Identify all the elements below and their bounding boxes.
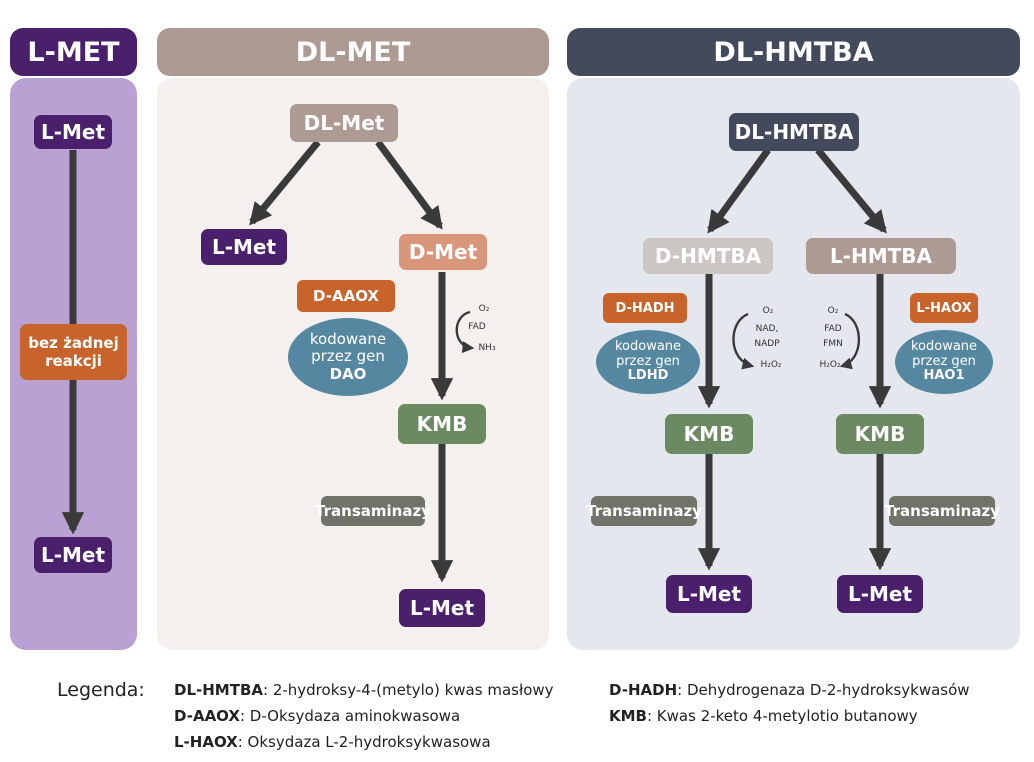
dlhmtba-header-title: DL-HMTBA: [713, 36, 874, 68]
dhmtba-label: D-HMTBA: [654, 244, 762, 268]
dhmtba-kmb-label: KMB: [683, 422, 735, 446]
ldhd-gene-line1: kodowane: [614, 338, 682, 354]
dhadh-cof-out: H₂O₂: [760, 360, 782, 370]
legend-item-dlhmtba: DL-HMTBA: 2-hydroksy-4-(metylo) kwas mas…: [174, 681, 554, 699]
no-reaction-line2: reakcji: [45, 352, 102, 370]
lmet-header-title: L-MET: [27, 36, 120, 68]
legend-item-daaox: D-AAOX: D-Oksydaza aminokwasowa: [174, 707, 460, 725]
dlmet-transaminase-label: Transaminazy: [315, 502, 431, 520]
daaox-enzyme-box: D-AAOX: [297, 280, 395, 312]
ldhd-gene-line2: przez gen: [616, 353, 680, 369]
hao1-gene-name: HAO1: [923, 368, 965, 384]
dlhmtba-arrow-left: [707, 147, 771, 234]
dao-gene-line2: przez gen: [311, 347, 385, 366]
dlmet-header: DL-MET: [157, 28, 549, 76]
lhmtba-end-node: L-Met: [837, 575, 923, 613]
dlmet-header-title: DL-MET: [295, 36, 411, 68]
legend-item-kmb: KMB: Kwas 2-keto 4-metylotio butanowy: [609, 707, 918, 725]
lhaox-cof-out: H₂O₂: [819, 360, 841, 370]
legend-item-dhadh: D-HADH: Dehydrogenaza D-2-hydroksykwasów: [609, 681, 970, 699]
legend-text-daaox: : D-Oksydaza aminokwasowa: [239, 707, 461, 725]
lmet-header: L-MET: [10, 28, 137, 76]
lhaox-label: L-HAOX: [916, 300, 972, 316]
lhmtba-node: L-HMTBA: [806, 238, 956, 274]
lhmtba-end-label: L-Met: [847, 582, 913, 606]
dhadh-cof1: O₂: [762, 306, 774, 316]
legend-title: Legenda:: [57, 679, 145, 701]
lhmtba-transaminase-box: Transaminazy: [884, 496, 1000, 526]
dlmet-cofactor-arc: [455, 310, 475, 353]
hao1-gene-line1: kodowane: [910, 338, 978, 354]
no-reaction-line1: bez żadnej: [28, 334, 119, 352]
legend-abbr-dhadh: D-HADH: [609, 681, 678, 699]
dlmet-arrow-left: [249, 139, 321, 226]
lmet-end-node: L-Met: [34, 537, 112, 573]
dlmet-cofactor-in1: O₂: [478, 304, 490, 314]
dao-gene-ellipse: kodowane przez gen DAO: [288, 318, 408, 396]
legend-abbr-dlhmtba: DL-HMTBA: [174, 681, 263, 699]
dao-gene-name: DAO: [329, 364, 367, 383]
hao1-gene-ellipse: kodowane przez gen HAO1: [895, 330, 993, 394]
dhmtba-end-node: L-Met: [666, 575, 752, 613]
dhadh-enzyme-box: D-HADH: [603, 293, 687, 323]
dlmet-cofactor-in2: FAD: [468, 322, 486, 332]
lhaox-enzyme-box: L-HAOX: [910, 293, 978, 323]
dhadh-cof3: NADP: [754, 339, 780, 349]
dhadh-cofactor-arc: [732, 312, 755, 370]
lhmtba-kmb-label: KMB: [854, 422, 906, 446]
dlmet-kmb-label: KMB: [416, 412, 468, 436]
dmet-label: D-Met: [408, 240, 478, 264]
dlhmtba-arrow-right: [815, 147, 887, 234]
legend-item-lhaox: L-HAOX: Oksydaza L-2-hydroksykwasowa: [174, 733, 491, 751]
dlmet-lmet-label: L-Met: [211, 235, 277, 259]
legend-abbr-kmb: KMB: [609, 707, 647, 725]
lmet-start-node: L-Met: [34, 115, 112, 149]
legend-text-lhaox: : Oksydaza L-2-hydroksykwasowa: [237, 733, 491, 751]
lmet-end-label: L-Met: [40, 543, 106, 567]
dlmet-kmb-node: KMB: [398, 404, 486, 444]
dlmet-root-label: DL-Met: [303, 111, 385, 135]
lhaox-cof2: FAD: [824, 324, 842, 334]
dhadh-cof2: NAD,: [755, 324, 779, 334]
lhaox-cof1: O₂: [827, 306, 839, 316]
dlmet-lmet-node: L-Met: [201, 229, 287, 265]
dlhmtba-root-label: DL-HMTBA: [734, 120, 854, 144]
lmet-start-label: L-Met: [40, 120, 106, 144]
lhmtba-kmb-node: KMB: [836, 414, 924, 454]
dlmet-root-node: DL-Met: [290, 104, 398, 142]
dhadh-label: D-HADH: [615, 300, 675, 316]
lhmtba-label: L-HMTBA: [829, 244, 933, 268]
dmet-node: D-Met: [399, 234, 487, 270]
legend-abbr-daaox: D-AAOX: [174, 707, 240, 725]
dhmtba-transaminase-box: Transaminazy: [586, 496, 702, 526]
daaox-label: D-AAOX: [313, 287, 379, 305]
ldhd-gene-ellipse: kodowane przez gen LDHD: [596, 330, 700, 394]
dlmet-cofactor-out: NH₃: [478, 343, 496, 353]
lhmtba-transaminase-label: Transaminazy: [884, 502, 1000, 520]
dhmtba-kmb-node: KMB: [665, 414, 753, 454]
dlmet-end-label: L-Met: [409, 596, 475, 620]
lhaox-cofactor-arc: [839, 312, 861, 370]
dao-gene-line1: kodowane: [309, 330, 387, 349]
no-reaction-box: bez żadnej reakcji: [20, 324, 127, 380]
dlmet-end-node: L-Met: [399, 589, 485, 627]
dhmtba-node: D-HMTBA: [643, 238, 773, 274]
ldhd-gene-name: LDHD: [627, 368, 669, 384]
legend-abbr-lhaox: L-HAOX: [174, 733, 238, 751]
legend-text-kmb: : Kwas 2-keto 4-metylotio butanowy: [646, 707, 918, 725]
legend-text-dhadh: : Dehydrogenaza D-2-hydroksykwasów: [677, 681, 970, 699]
dlhmtba-header: DL-HMTBA: [567, 28, 1020, 76]
dlhmtba-root-node: DL-HMTBA: [729, 113, 859, 151]
legend-text-dlhmtba: : 2-hydroksy-4-(metylo) kwas masłowy: [263, 681, 554, 699]
dhmtba-end-label: L-Met: [676, 582, 742, 606]
dhmtba-transaminase-label: Transaminazy: [586, 502, 702, 520]
hao1-gene-line2: przez gen: [912, 353, 976, 369]
lhaox-cof3: FMN: [823, 339, 843, 349]
dlmet-arrow-right: [375, 139, 443, 230]
dlmet-transaminase-box: Transaminazy: [315, 496, 431, 526]
